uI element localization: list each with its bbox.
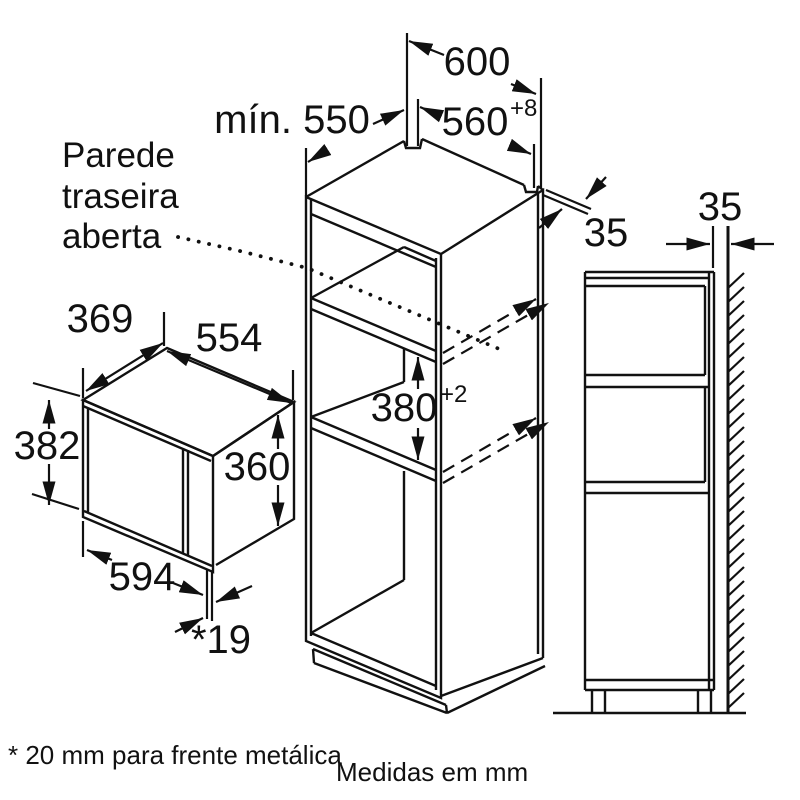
back-wall-label-line1: Parede [62,136,175,175]
side-view-drawing [553,226,774,715]
open-back-leader-dots [176,235,506,353]
sideview-feet [590,690,713,712]
cabinet-front-face [304,195,443,700]
dim-wall-gap [666,226,774,268]
dim-min-depth [304,108,405,196]
dim-label-mw-depth: 369 [67,297,134,341]
dim-mw-width [166,349,295,405]
sideview-shelves [585,373,709,495]
dim-label-niche-width: 560 [442,100,509,144]
cabinet-drawing [176,33,607,715]
microwave-drawing [31,312,297,635]
dim-label-back-gap: 35 [584,211,629,255]
shelf-extension-dashed [442,298,550,484]
cabinet-shelf-bands [310,296,437,483]
dim-label-mw-front-height: 382 [14,424,81,468]
dim-label-niche-height-tol: +2 [440,381,467,408]
dim-mw-depth [81,312,166,398]
dim-label-mw-body-height: 360 [224,445,291,489]
dim-mw-front-height [31,381,81,511]
cabinet-niche-interiors [310,245,437,635]
dim-label-mw-front-width: 594 [109,555,176,599]
microwave-side-face [212,399,296,567]
microwave-top-face [80,346,297,458]
dim-label-niche-height: 380 [371,386,438,430]
dim-mw-front-width [81,521,204,597]
cabinet-top-face [305,137,544,199]
units-note-text: Medidas em mm [336,757,528,787]
sideview-open-back [585,284,707,482]
back-wall-label-line2: traseira [62,177,179,216]
dim-label-min-depth: mín. 550 [214,98,370,142]
dim-label-cabinet-width: 600 [444,40,511,84]
dim-label-mw-width: 554 [196,316,263,360]
footnote-text: * 20 mm para frente metálica [8,740,342,770]
dim-back-gap [538,176,607,229]
microwave-door-outline [82,404,213,568]
microwave-front-face [81,398,215,574]
dim-label-mw-overhang: *19 [191,618,251,662]
dim-cabinet-width [405,33,543,188]
labels: Parede traseira aberta 600 mín. 550 560 … [8,40,742,787]
wall-hatching [727,272,745,709]
cabinet-plinth [311,647,546,715]
back-wall-label-line3: aberta [62,217,162,256]
cabinet-side-face [440,187,545,698]
dim-niche-width [416,99,536,188]
dim-label-wall-gap: 35 [698,185,743,229]
dim-label-niche-width-tol: +8 [510,95,537,122]
dim-mw-overhang [174,570,253,635]
